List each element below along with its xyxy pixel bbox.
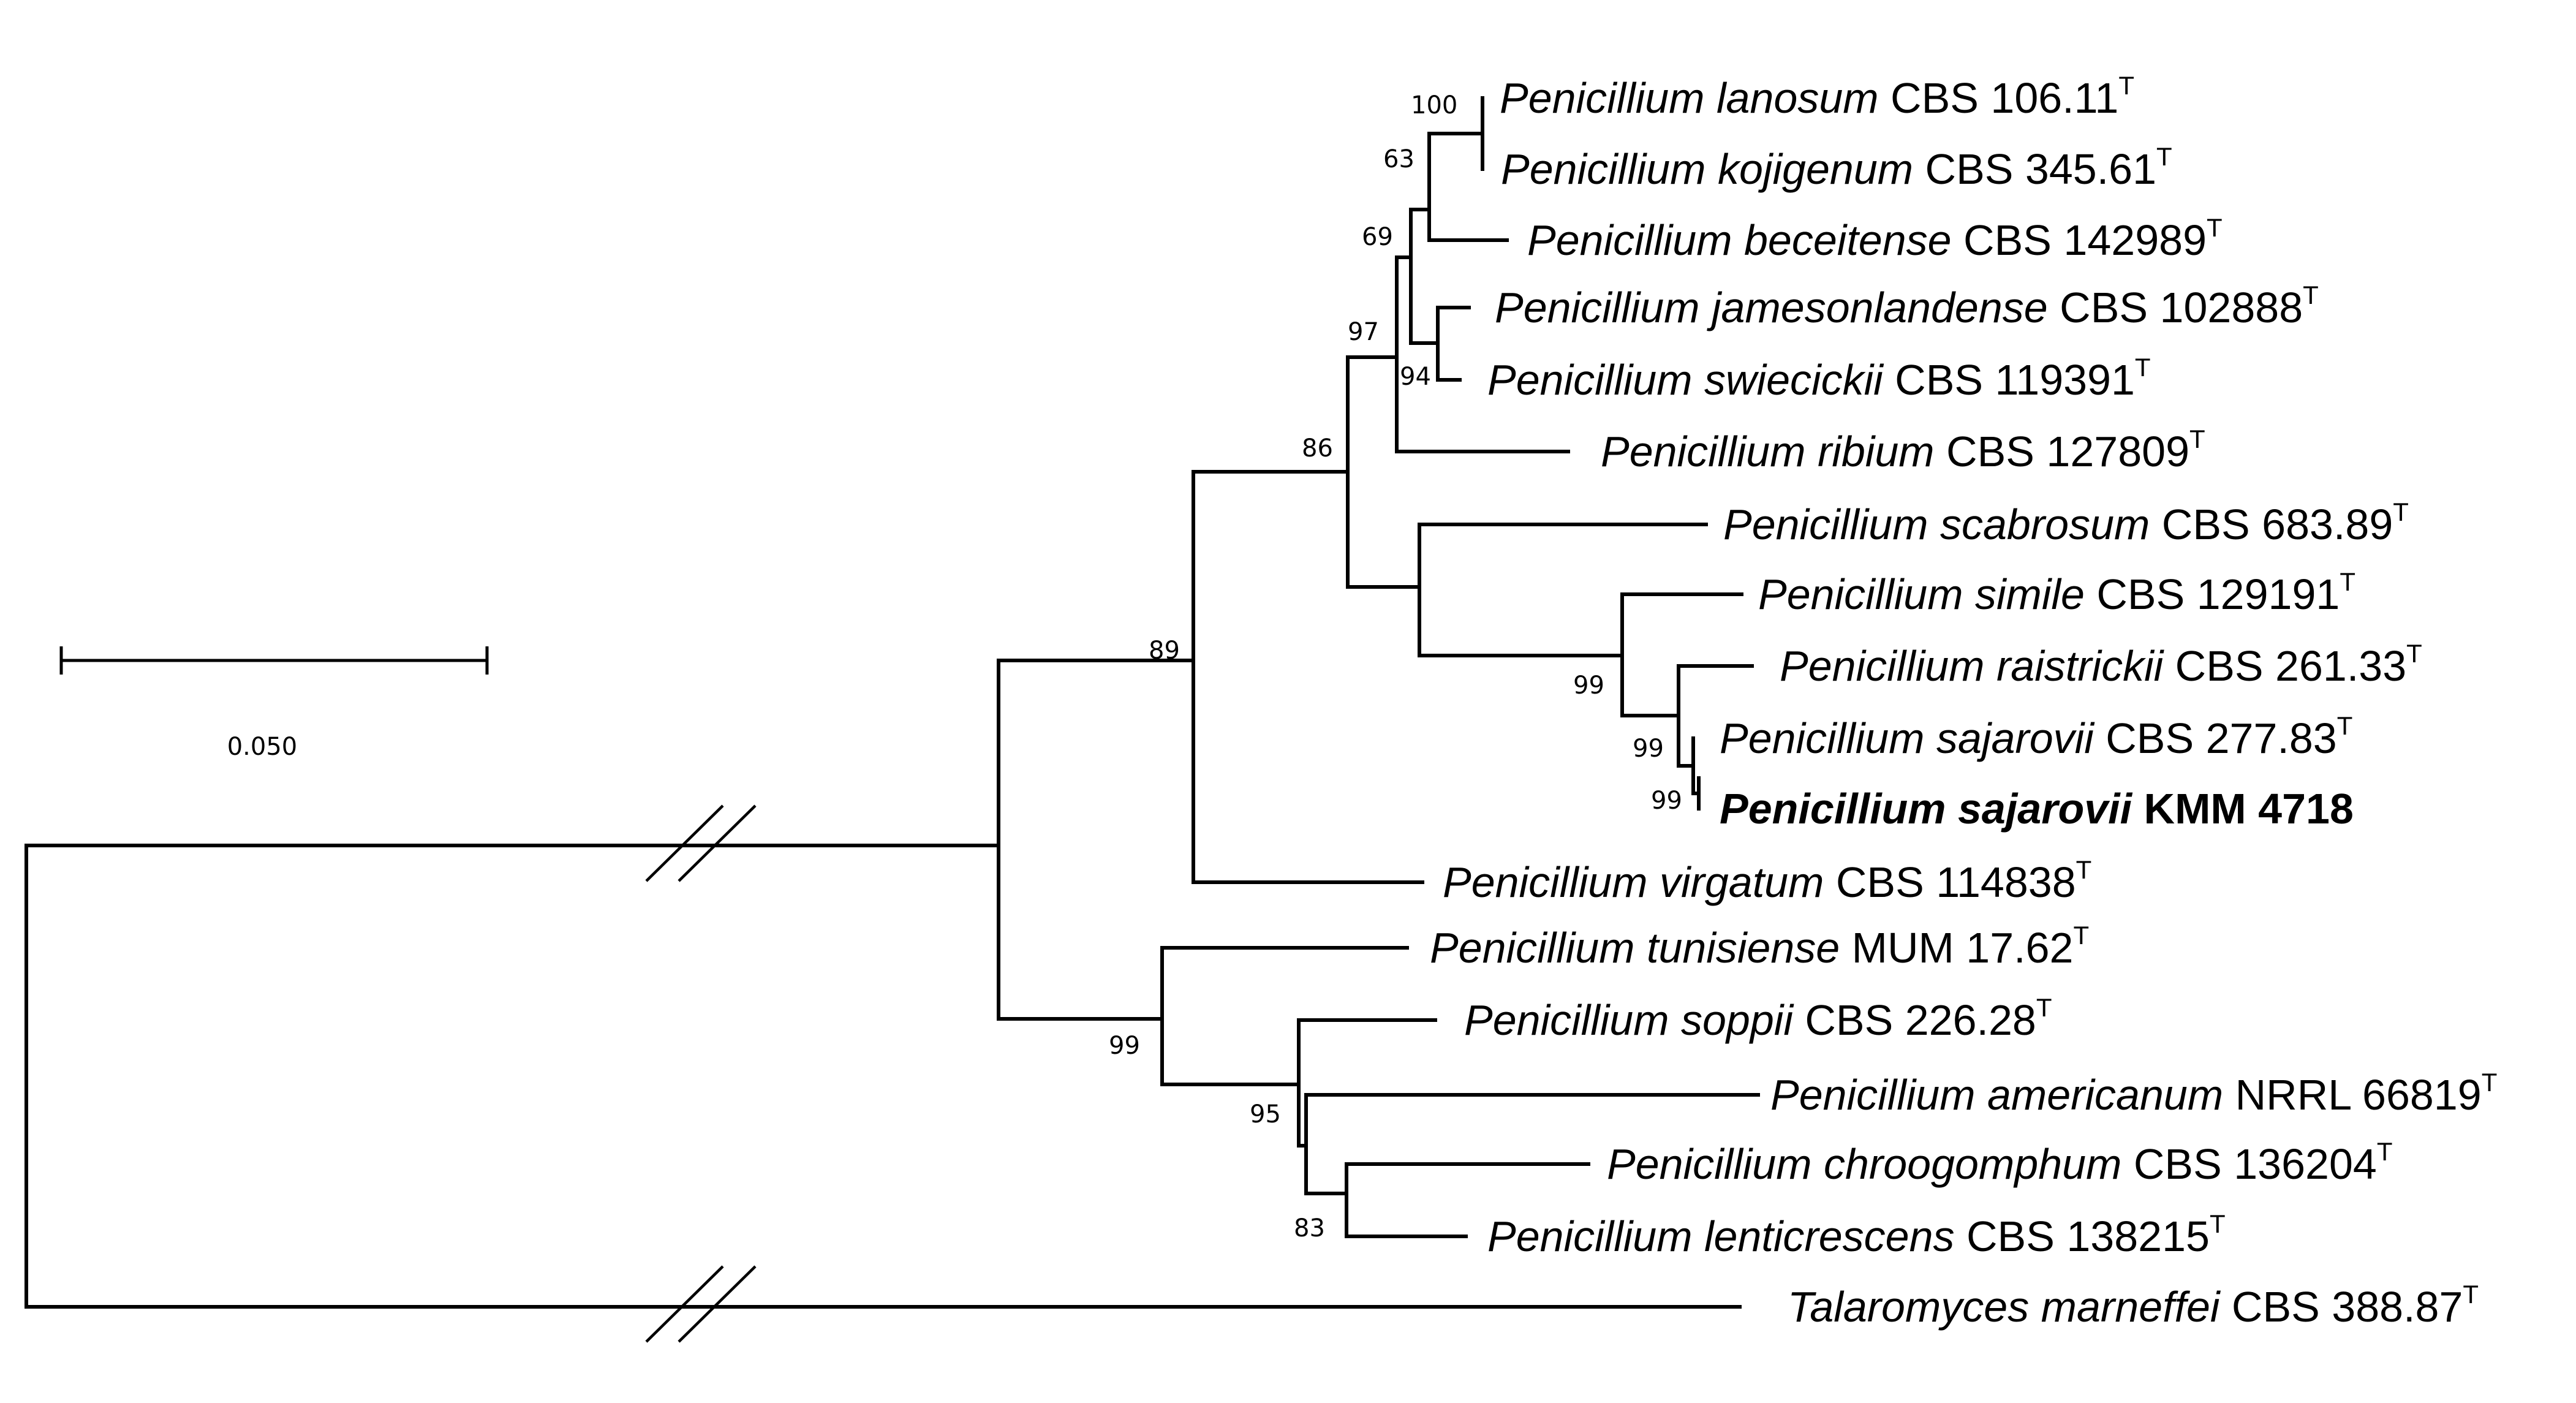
taxon-label: Penicillium jamesonlandense CBS 102888T — [1495, 281, 2319, 331]
bootstrap-value: 99 — [1109, 1032, 1140, 1060]
taxon-strain: KMM 4718 — [2132, 785, 2354, 833]
taxon-strain: CBS 119391 — [1883, 356, 2135, 404]
taxon-label: Penicillium chroogomphum CBS 136204T — [1607, 1137, 2392, 1188]
bootstrap-value: 100 — [1411, 91, 1457, 119]
bootstrap-value: 99 — [1573, 671, 1604, 700]
taxon-label: Penicillium soppii CBS 226.28T — [1464, 993, 2052, 1044]
taxon-strain: CBS 388.87 — [2219, 1283, 2463, 1331]
taxon-strain: CBS 226.28 — [1793, 996, 2036, 1044]
bootstrap-value: 83 — [1294, 1214, 1325, 1242]
taxon-species-name: Penicillium lanosum — [1500, 74, 1879, 122]
taxon-label: Penicillium virgatum CBS 114838T — [1443, 855, 2091, 906]
bootstrap-value: 94 — [1400, 363, 1431, 391]
taxon-species-name: Penicillium sajarovii — [1720, 714, 2095, 762]
type-strain-marker: T — [2377, 1137, 2393, 1166]
tree-branches — [25, 96, 1760, 1343]
bootstrap-value: 63 — [1383, 145, 1415, 173]
taxon-strain: CBS 136204 — [2121, 1140, 2376, 1188]
taxon-strain: CBS 277.83 — [2094, 714, 2337, 762]
taxon-label: Penicillium simile CBS 129191T — [1758, 567, 2355, 618]
taxon-species-name: Penicillium jamesonlandense — [1495, 284, 2048, 331]
taxon-species-name: Talaromyces marneffei — [1788, 1283, 2221, 1331]
taxon-strain: CBS 683.89 — [2150, 501, 2393, 548]
type-strain-marker: T — [2482, 1068, 2498, 1097]
break-mark — [645, 804, 757, 882]
type-strain-marker: T — [2393, 497, 2409, 526]
type-strain-marker: T — [2406, 639, 2422, 668]
taxon-species-name: Penicillium chroogomphum — [1607, 1140, 2121, 1188]
bootstrap-value: 69 — [1362, 223, 1393, 251]
taxon-species-name: Penicillium swiecickii — [1487, 356, 1884, 404]
type-strain-marker: T — [2303, 281, 2319, 309]
taxon-strain: CBS 142989 — [1952, 216, 2207, 264]
type-strain-marker: T — [2135, 353, 2151, 382]
taxon-label: Penicillium lanosum CBS 106.11T — [1500, 71, 2134, 122]
type-strain-marker: T — [2340, 567, 2355, 596]
taxon-label: Penicillium sajarovii KMM 4718 — [1720, 785, 2354, 833]
type-strain-marker: T — [2073, 921, 2089, 950]
bootstrap-values: 100 63 69 94 97 86 99 99 99 89 99 95 83 — [1109, 91, 1682, 1242]
taxon-strain: CBS 345.61 — [1913, 145, 2156, 193]
bootstrap-value: 95 — [1250, 1100, 1281, 1129]
bootstrap-value: 99 — [1633, 735, 1664, 763]
bootstrap-value: 99 — [1651, 787, 1682, 815]
type-strain-marker: T — [2118, 71, 2134, 100]
type-strain-marker: T — [2207, 213, 2223, 242]
taxon-strain: CBS 129191 — [2085, 570, 2340, 618]
taxon-label: Talaromyces marneffei CBS 388.87T — [1788, 1280, 2479, 1331]
taxon-label: Penicillium scabrosum CBS 683.89T — [1723, 497, 2409, 548]
taxon-label: Penicillium sajarovii CBS 277.83T — [1720, 711, 2352, 762]
type-strain-marker: T — [2156, 142, 2172, 171]
break-mark — [645, 1265, 757, 1343]
taxon-species-name: Penicillium americanum — [1770, 1071, 2223, 1119]
type-strain-marker: T — [2036, 993, 2052, 1022]
taxon-label: Penicillium raistrickii CBS 261.33T — [1780, 639, 2422, 690]
taxon-label: Penicillium swiecickii CBS 119391T — [1487, 353, 2151, 404]
taxon-species-name: Penicillium scabrosum — [1723, 501, 2150, 548]
taxon-strain: NRRL 66819 — [2223, 1071, 2482, 1119]
taxon-strain: CBS 106.11 — [1879, 74, 2119, 122]
taxon-strain: MUM 17.62 — [1840, 924, 2073, 972]
taxon-label: Penicillium kojigenum CBS 345.61T — [1501, 142, 2172, 193]
taxon-species-name: Penicillium simile — [1758, 570, 2085, 618]
type-strain-marker: T — [2076, 855, 2092, 884]
bootstrap-value: 97 — [1348, 318, 1379, 346]
bootstrap-value: 89 — [1149, 637, 1180, 665]
taxon-species-name: Penicillium kojigenum — [1501, 145, 1913, 193]
taxon-strain: CBS 102888 — [2048, 284, 2303, 331]
taxon-strain: CBS 127809 — [1935, 428, 2189, 475]
taxon-species-name: Penicillium tunisiense — [1430, 924, 1840, 972]
taxon-species-name: Penicillium raistrickii — [1780, 642, 2165, 690]
taxon-species-name: Penicillium soppii — [1464, 996, 1794, 1044]
taxon-species-name: Penicillium lenticrescens — [1487, 1212, 1955, 1260]
type-strain-marker: T — [2337, 711, 2353, 740]
taxon-label: Penicillium beceitense CBS 142989T — [1527, 213, 2223, 264]
taxon-label: Penicillium americanum NRRL 66819T — [1770, 1068, 2497, 1119]
type-strain-marker: T — [2210, 1209, 2226, 1238]
scale-bar: 0.050 — [59, 646, 489, 761]
taxon-label: Penicillium lenticrescens CBS 138215T — [1487, 1209, 2226, 1260]
taxon-label: Penicillium ribium CBS 127809T — [1601, 425, 2205, 475]
taxon-strain: CBS 261.33 — [2163, 642, 2406, 690]
taxon-species-name: Penicillium virgatum — [1443, 858, 1824, 906]
bootstrap-value: 86 — [1302, 434, 1333, 463]
taxon-species-name: Penicillium beceitense — [1527, 216, 1952, 264]
type-strain-marker: T — [2463, 1280, 2479, 1309]
taxon-species-name: Penicillium ribium — [1601, 428, 1935, 475]
taxon-label: Penicillium tunisiense MUM 17.62T — [1430, 921, 2089, 972]
taxon-species-name: Penicillium sajarovii — [1720, 785, 2133, 833]
taxon-strain: CBS 138215 — [1955, 1212, 2210, 1260]
taxon-strain: CBS 114838 — [1824, 858, 2076, 906]
scale-bar-label: 0.050 — [227, 733, 298, 761]
taxon-labels: Penicillium lanosum CBS 106.11TPenicilli… — [1430, 71, 2497, 1331]
type-strain-marker: T — [2189, 425, 2205, 453]
